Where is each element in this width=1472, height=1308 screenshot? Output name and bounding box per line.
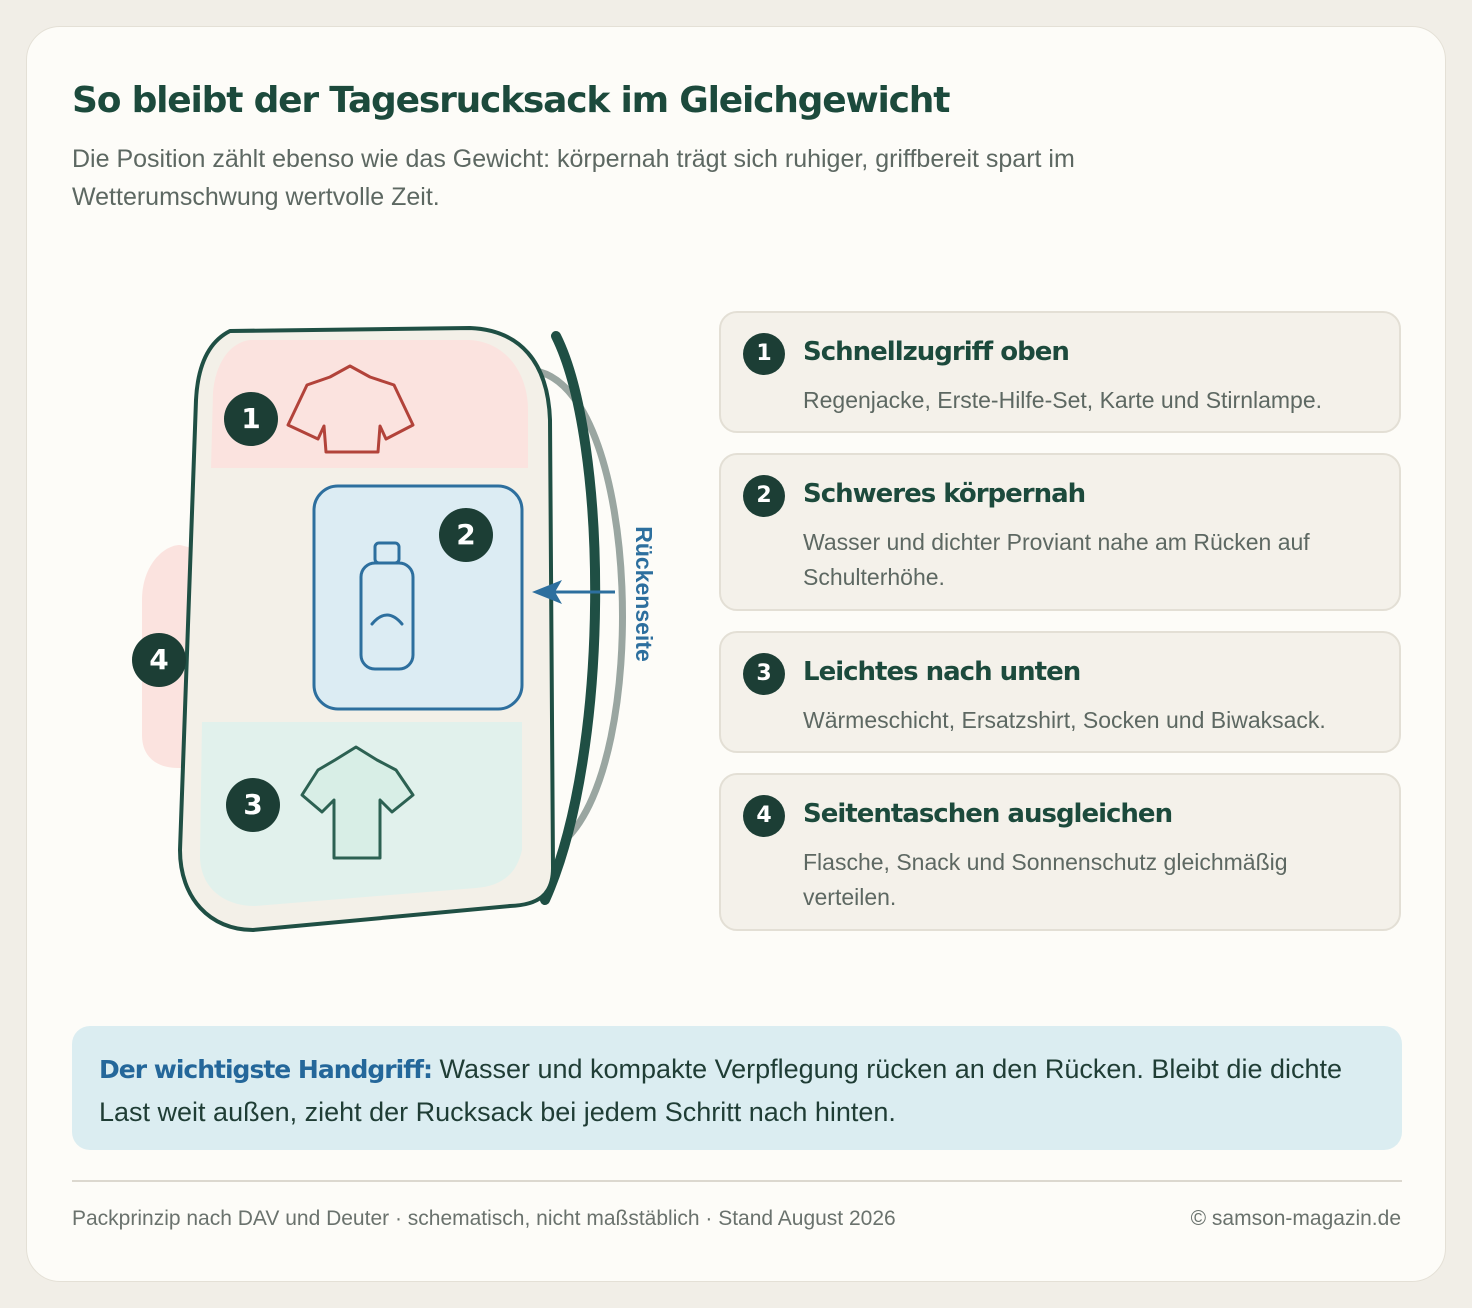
badge-4: 4 [132, 633, 186, 687]
legend-item-3: 3 Leichtes nach unten Wärmeschicht, Ersa… [719, 631, 1401, 753]
legend-number: 1 [743, 333, 785, 375]
legend-text: Wasser und dichter Proviant nahe am Rück… [803, 529, 1310, 590]
legend-text: Regenjacke, Erste-Hilfe-Set, Karte und S… [803, 387, 1323, 413]
legend-text: Flasche, Snack und Sonnenschutz gleichmä… [803, 849, 1288, 910]
page-subtitle: Die Position zählt ebenso wie das Gewich… [72, 145, 1075, 211]
page-title: So bleibt der Tagesrucksack im Gleichgew… [72, 80, 950, 121]
legend-number: 3 [743, 653, 785, 695]
backpack-diagram: Rückenseite 1 2 3 4 [132, 326, 657, 932]
legend-title: Seitentaschen ausgleichen [803, 799, 1173, 829]
legend-item-1: 1 Schnellzugriff oben Regenjacke, Erste-… [719, 311, 1401, 433]
bottle-icon [359, 541, 415, 671]
jacket-icon [286, 364, 415, 454]
svg-text:2: 2 [456, 518, 475, 551]
back-side-label: Rückenseite [631, 526, 657, 662]
legend-item-2: 2 Schweres körpernah Wasser und dichter … [719, 453, 1401, 611]
svg-text:3: 3 [243, 788, 262, 821]
zone-middle [312, 484, 524, 711]
legend-number: 2 [743, 475, 785, 517]
badge-2: 2 [439, 508, 493, 562]
svg-text:1: 1 [241, 402, 260, 435]
legend-title: Schnellzugriff oben [803, 337, 1070, 367]
footer-source: Packprinzip nach DAV und Deuter · schema… [72, 1207, 896, 1230]
legend-title: Schweres körpernah [803, 479, 1086, 509]
legend-title: Leichtes nach unten [803, 657, 1081, 687]
key-tip-box: Der wichtigste Handgriff: Wasser und kom… [72, 1026, 1402, 1150]
badge-3: 3 [226, 778, 280, 832]
badge-1: 1 [224, 392, 278, 446]
shirt-icon [300, 745, 415, 860]
tip-lead: Der wichtigste Handgriff: [99, 1055, 433, 1084]
legend-text: Wärmeschicht, Ersatzshirt, Socken und Bi… [803, 707, 1326, 733]
footer-divider [72, 1180, 1402, 1182]
legend-item-4: 4 Seitentaschen ausgleichen Flasche, Sna… [719, 773, 1401, 931]
footer-credit: © samson-magazin.de [1190, 1207, 1401, 1230]
tip-text: Wasser und kompakte Verpflegung rücken a… [99, 1054, 1343, 1127]
legend-number: 4 [743, 795, 785, 837]
svg-text:4: 4 [149, 643, 168, 676]
shoulder-strap [540, 331, 601, 905]
direction-arrow [532, 580, 615, 604]
